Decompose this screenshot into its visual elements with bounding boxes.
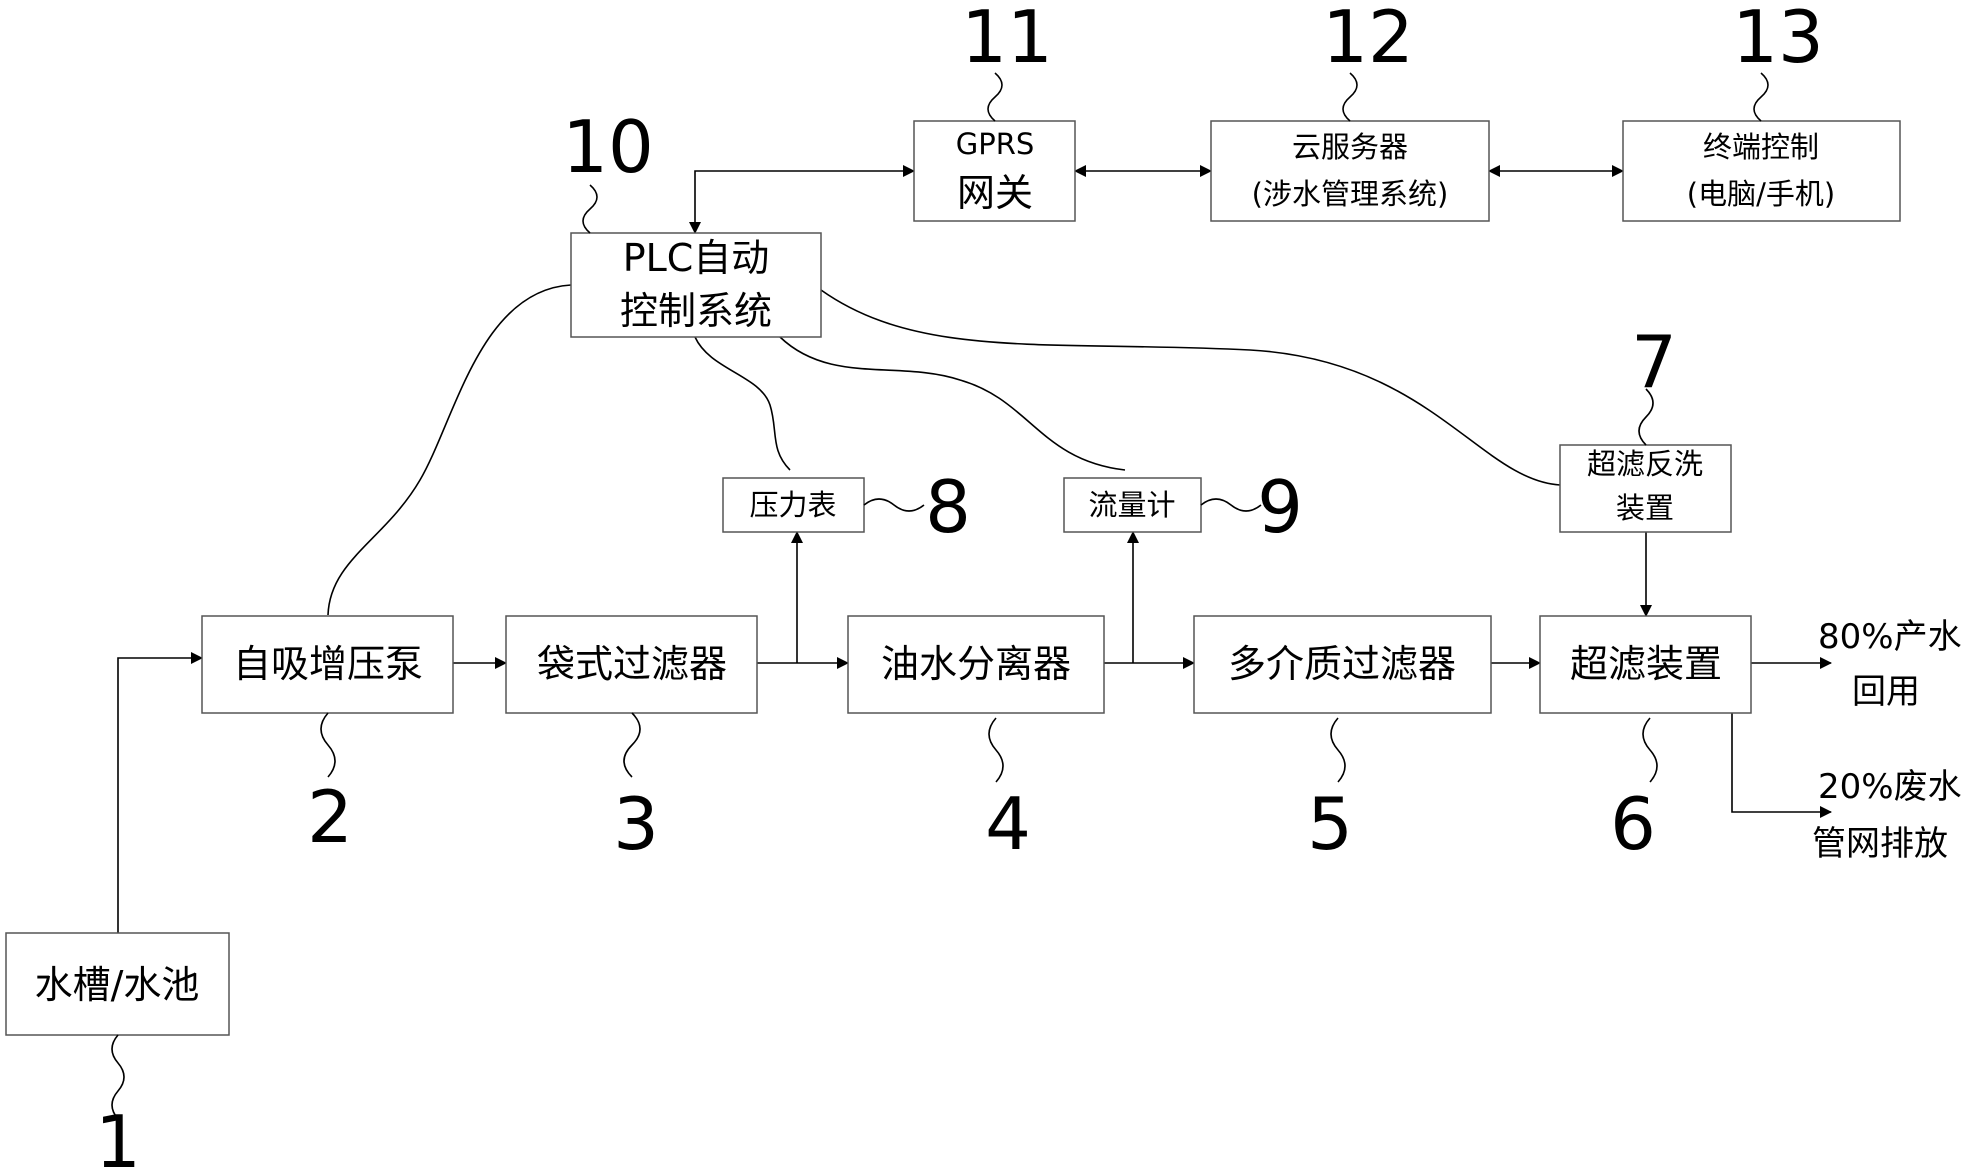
pressure-gauge-box: 压力表 [722,477,865,533]
leader-3 [623,712,641,778]
leader-13 [1753,72,1769,122]
ref-number-8: 8 [925,465,971,549]
terminal-label-line1: 终端控制 [1703,130,1819,164]
pump-box: 自吸增压泵 [201,615,454,714]
signal-plc-to-backwash [820,289,1561,486]
flow-line-to-discharge [1731,713,1832,818]
leader-10 [582,184,598,234]
flowmeter-box: 流量计 [1063,477,1202,533]
leader-9 [1200,498,1262,512]
leader-7 [1638,388,1654,446]
tank-box: 水槽/水池 [5,932,230,1036]
ref-number-6: 6 [1610,782,1656,866]
ultrafiltration-box: 超滤装置 [1539,615,1752,714]
flowmeter-label: 流量计 [1088,488,1175,522]
ultrafiltration-label: 超滤装置 [1570,642,1722,686]
backwash-label-line2: 装置 [1616,491,1674,525]
discharge-label-line1: 20%废水 [1818,767,1962,807]
bag-filter-box: 袋式过滤器 [505,615,758,714]
ref-number-12: 12 [1322,0,1414,79]
ref-number-2: 2 [307,775,353,859]
ref-number-4: 4 [985,782,1031,866]
cloud-server-box: 云服务器 (涉水管理系统) [1210,120,1490,222]
terminal-label-line2: (电脑/手机) [1687,177,1835,211]
reuse-label-line1: 80%产水 [1818,617,1962,657]
ref-number-13: 13 [1732,0,1824,79]
ref-number-3: 3 [613,782,659,866]
plc-label-line2: 控制系统 [620,289,772,333]
leader-12 [1342,72,1358,122]
plc-label-line1: PLC自动 [623,236,770,280]
multimedia-filter-box: 多介质过滤器 [1193,615,1492,714]
pressure-gauge-label: 压力表 [749,488,836,522]
separator-label: 油水分离器 [881,642,1071,686]
gprs-label-line1: GPRS [956,127,1035,161]
gprs-label-line2: 网关 [957,171,1033,215]
flow-line-tank-to-pump [117,652,203,933]
uf-backwash-box: 超滤反洗 装置 [1559,444,1732,533]
plc-box: PLC自动 控制系统 [570,232,822,338]
cloud-label-line2: (涉水管理系统) [1252,177,1449,211]
ref-number-9: 9 [1257,465,1303,549]
signal-plc-to-pump [327,284,572,616]
leader-4 [988,717,1004,783]
ref-number-7: 7 [1631,320,1677,404]
pump-label: 自吸增压泵 [233,642,423,686]
leader-11 [987,72,1003,122]
reuse-label-line2: 回用 [1852,672,1920,712]
multimedia-filter-label: 多介质过滤器 [1228,642,1456,686]
terminal-control-box: 终端控制 (电脑/手机) [1622,120,1901,222]
ref-number-5: 5 [1307,782,1353,866]
leader-1 [111,1034,125,1120]
ref-number-11: 11 [961,0,1053,79]
tank-label: 水槽/水池 [35,963,200,1007]
oil-water-separator-box: 油水分离器 [847,615,1105,714]
signal-plc-to-pressure-gauge [694,336,791,471]
leader-2 [320,712,336,778]
ref-number-1: 1 [95,1100,141,1175]
gprs-gateway-box: GPRS 网关 [913,120,1076,222]
link-plc-gprs [689,165,915,234]
bag-filter-label: 袋式过滤器 [537,642,727,686]
backwash-label-line1: 超滤反洗 [1587,447,1703,481]
leader-5 [1330,717,1346,783]
ref-number-10: 10 [562,105,654,189]
leader-6 [1642,717,1658,783]
cloud-label-line1: 云服务器 [1292,130,1408,164]
leader-8 [863,498,925,512]
signal-plc-to-flowmeter [779,336,1126,471]
discharge-label-line2: 管网排放 [1812,824,1948,864]
